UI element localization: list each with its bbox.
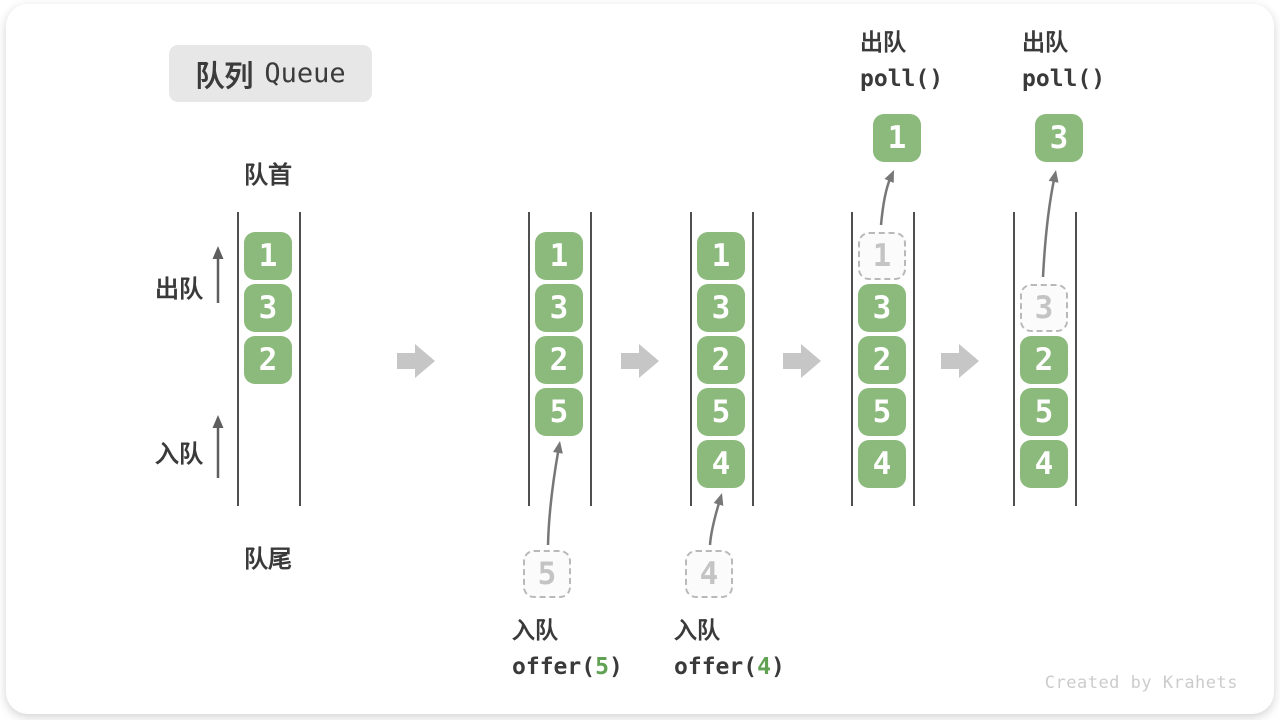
- queue-item: 1: [535, 232, 583, 280]
- enqueue-op-zh: 入队: [512, 617, 558, 643]
- queue-item: 4: [697, 440, 745, 488]
- enqueue-op-label: 入队 offer(4): [674, 612, 785, 686]
- popped-item: 1: [873, 114, 921, 162]
- queue-item: 5: [697, 388, 745, 436]
- enqueue-op-zh: 入队: [674, 617, 720, 643]
- arrowhead: [212, 246, 224, 259]
- queue-wall-left: [237, 212, 239, 506]
- enqueue-op-code: offer(4): [674, 654, 785, 680]
- queue-item: 1: [244, 232, 292, 280]
- queue-item-dashed: 3: [1020, 284, 1068, 332]
- enqueue-side-label: 入队: [155, 441, 203, 468]
- enqueue-op-arg: 4: [757, 654, 771, 680]
- queue-wall-left: [690, 212, 692, 506]
- dequeue-op-code: poll(): [1022, 66, 1106, 92]
- dequeue-op-zh: 出队: [860, 29, 906, 55]
- queue-item: 2: [1020, 336, 1068, 384]
- enqueue-op-code: offer(5): [512, 654, 623, 680]
- enqueue-op-label: 入队 offer(5): [512, 612, 623, 686]
- enqueue-arrow: [546, 449, 560, 546]
- queue-item: 4: [858, 440, 906, 488]
- queue-item: 2: [858, 336, 906, 384]
- incoming-item: 5: [523, 550, 571, 598]
- queue-wall-right: [590, 212, 592, 506]
- queue-wall-right: [299, 212, 301, 506]
- queue-item-dashed: 1: [858, 232, 906, 280]
- queue-wall-right: [1075, 212, 1077, 506]
- arrowhead: [713, 493, 724, 506]
- dequeue-op-code: poll(): [860, 66, 944, 92]
- flow-arrow-icon: [783, 344, 821, 378]
- flow-arrow-icon: [621, 344, 659, 378]
- arrowhead: [212, 415, 224, 428]
- flow-arrow-icon: [397, 344, 435, 378]
- dequeue-arrow: [879, 177, 892, 226]
- queue-wall-right: [913, 212, 915, 506]
- queue-item: 2: [244, 336, 292, 384]
- arrowhead: [552, 441, 563, 454]
- queue-item: 3: [535, 284, 583, 332]
- queue-item: 4: [1020, 440, 1068, 488]
- queue-item: 3: [697, 284, 745, 332]
- queue-item: 5: [858, 388, 906, 436]
- queue-item: 2: [697, 336, 745, 384]
- queue-wall-right: [752, 212, 754, 506]
- dequeue-op-zh: 出队: [1022, 29, 1068, 55]
- arrowhead: [884, 170, 894, 183]
- incoming-item: 4: [685, 550, 733, 598]
- arrowhead: [1048, 170, 1059, 183]
- queue-front-label: 队首: [244, 162, 292, 189]
- enqueue-arrow: [708, 501, 721, 546]
- title-badge: 队列 Queue: [169, 45, 372, 102]
- dequeue-side-label: 出队: [155, 276, 203, 303]
- enqueue-op-arg: 5: [595, 654, 609, 680]
- dequeue-op-label: 出队 poll(): [1022, 24, 1105, 98]
- dequeue-op-label: 出队 poll(): [860, 24, 943, 98]
- popped-item: 3: [1035, 114, 1083, 162]
- watermark: Created by Krahets: [1044, 673, 1238, 693]
- queue-item: 2: [535, 336, 583, 384]
- title-zh: 队列: [195, 60, 254, 93]
- dequeue-arrow: [1041, 178, 1056, 278]
- flow-arrow-icon: [941, 344, 979, 378]
- title-en: Queue: [264, 58, 346, 89]
- queue-wall-left: [528, 212, 530, 506]
- queue-wall-left: [1013, 212, 1015, 506]
- queue-item: 3: [244, 284, 292, 332]
- queue-item: 5: [1020, 388, 1068, 436]
- queue-rear-label: 队尾: [244, 546, 292, 573]
- queue-item: 1: [697, 232, 745, 280]
- queue-item: 5: [535, 388, 583, 436]
- queue-item: 3: [858, 284, 906, 332]
- queue-wall-left: [851, 212, 853, 506]
